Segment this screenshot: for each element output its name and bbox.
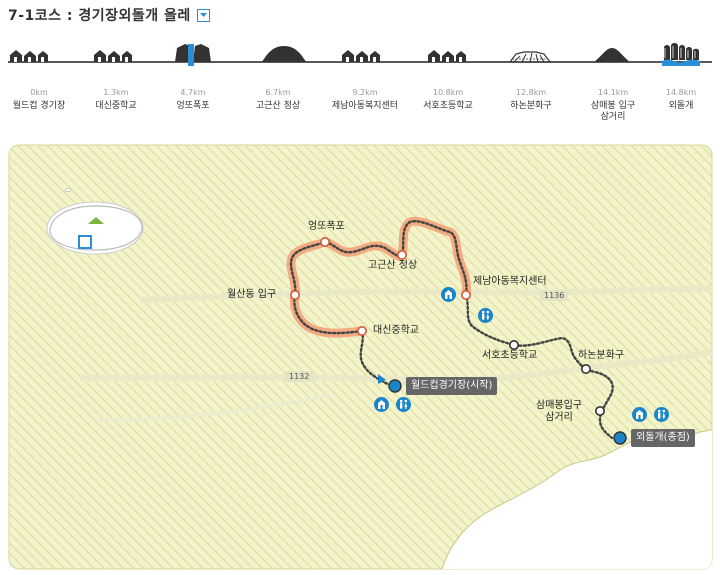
restroom-icon[interactable]	[396, 397, 411, 412]
label-jenam: 제남아동복지센터	[473, 276, 547, 287]
mountain-icon	[262, 46, 306, 62]
stop-distance: 12.8km	[515, 88, 547, 97]
road-number-1132: 1132	[285, 371, 314, 382]
stop-name: 제남아동복지센터	[331, 101, 399, 111]
stop-name-line2: 삼거리	[600, 112, 626, 122]
road-minor	[99, 393, 331, 422]
info-building-icon	[636, 410, 643, 419]
course-dropdown-button[interactable]	[196, 8, 210, 22]
start-marker[interactable]	[388, 379, 402, 393]
stop-name: 대신중학교	[95, 101, 137, 111]
end-tag[interactable]: 외돌개(종점)	[631, 429, 695, 447]
stop-distance: 10.8km	[432, 88, 464, 97]
stop-name: 서호초등학교	[423, 101, 473, 111]
end-marker[interactable]	[613, 431, 627, 445]
stop-distance: 14.1km	[597, 88, 629, 97]
restroom-people-icon	[481, 310, 490, 320]
road-1136	[139, 285, 713, 303]
waypoint-eongtto[interactable]	[319, 237, 330, 248]
stop-name: 하논분화구	[510, 101, 552, 111]
stop-name-line1: 삼매봉 입구	[590, 101, 636, 111]
stop-name: 고근산 정상	[255, 101, 301, 111]
label-seoho: 서호초등학교	[482, 350, 538, 361]
waypoint-sammae[interactable]	[594, 405, 605, 416]
info-building-icon	[378, 400, 385, 409]
sea-area	[440, 428, 712, 569]
label-worsan: 월산동 입구	[227, 289, 277, 300]
label-eongtto: 엉또폭포	[308, 221, 345, 232]
restroom-people-icon	[657, 409, 666, 419]
label-sammae-line2: 삼거리	[545, 412, 573, 423]
inset-location-box	[78, 235, 92, 249]
information-center-icon[interactable]	[632, 407, 647, 422]
course-title-bar: 7-1코스 : 경기장외돌개 올레	[8, 4, 210, 26]
houses-icon	[428, 50, 466, 62]
restroom-icon[interactable]	[654, 407, 669, 422]
road-number-1136: 1136	[540, 290, 569, 301]
info-building-icon	[445, 290, 452, 299]
label-hanon: 하논분화구	[578, 350, 624, 361]
restroom-icon[interactable]	[478, 308, 493, 323]
waterfall-icon	[175, 44, 211, 66]
start-tag[interactable]: 월드컵경기장(시작)	[406, 377, 498, 395]
label-sammae: 삼매봉입구 삼거리	[536, 400, 582, 424]
waypoint-worsan[interactable]	[289, 289, 300, 300]
crater-icon	[508, 51, 552, 63]
rocks-sea-icon	[662, 43, 700, 66]
stop-name: 월드컵 경기장	[12, 101, 66, 111]
label-daesin: 대신중학교	[373, 325, 419, 336]
jeju-inset-map	[46, 188, 144, 255]
stop-name: 외돌개	[668, 101, 694, 111]
waypoint-seoho[interactable]	[508, 339, 519, 350]
houses-icon	[342, 50, 380, 62]
stop-distance: 4.7km	[180, 88, 206, 97]
stop-distance: 6.7km	[265, 88, 291, 97]
information-center-icon[interactable]	[441, 287, 456, 302]
stop-distance: 0km	[30, 88, 48, 97]
course-title: 7-1코스 : 경기장외돌개 올레	[8, 8, 191, 24]
waypoint-hanon[interactable]	[580, 363, 591, 374]
information-center-icon[interactable]	[374, 397, 389, 412]
hill-icon	[594, 48, 630, 62]
waypoint-jenam[interactable]	[460, 289, 471, 300]
stop-distance: 9.2km	[352, 88, 378, 97]
restroom-people-icon	[399, 399, 408, 409]
route-line-start	[359, 329, 396, 388]
waypoint-gogeunsan[interactable]	[396, 250, 407, 261]
waypoint-daesin[interactable]	[356, 325, 367, 336]
stop-distance: 14.8km	[665, 88, 697, 97]
houses-icon	[10, 50, 48, 62]
houses-icon	[94, 50, 132, 62]
route-line	[289, 220, 614, 440]
profile-baseline-svg	[8, 43, 712, 66]
course-profile	[0, 38, 720, 118]
stop-distance: 1.3km	[103, 88, 129, 97]
label-gogeunsan: 고근산 정상	[368, 260, 418, 271]
stop-name: 엉또폭포	[176, 101, 210, 111]
label-sammae-line1: 삼매봉입구	[536, 400, 582, 411]
chevron-down-icon	[199, 12, 207, 17]
start-arrow-icon	[378, 374, 386, 384]
